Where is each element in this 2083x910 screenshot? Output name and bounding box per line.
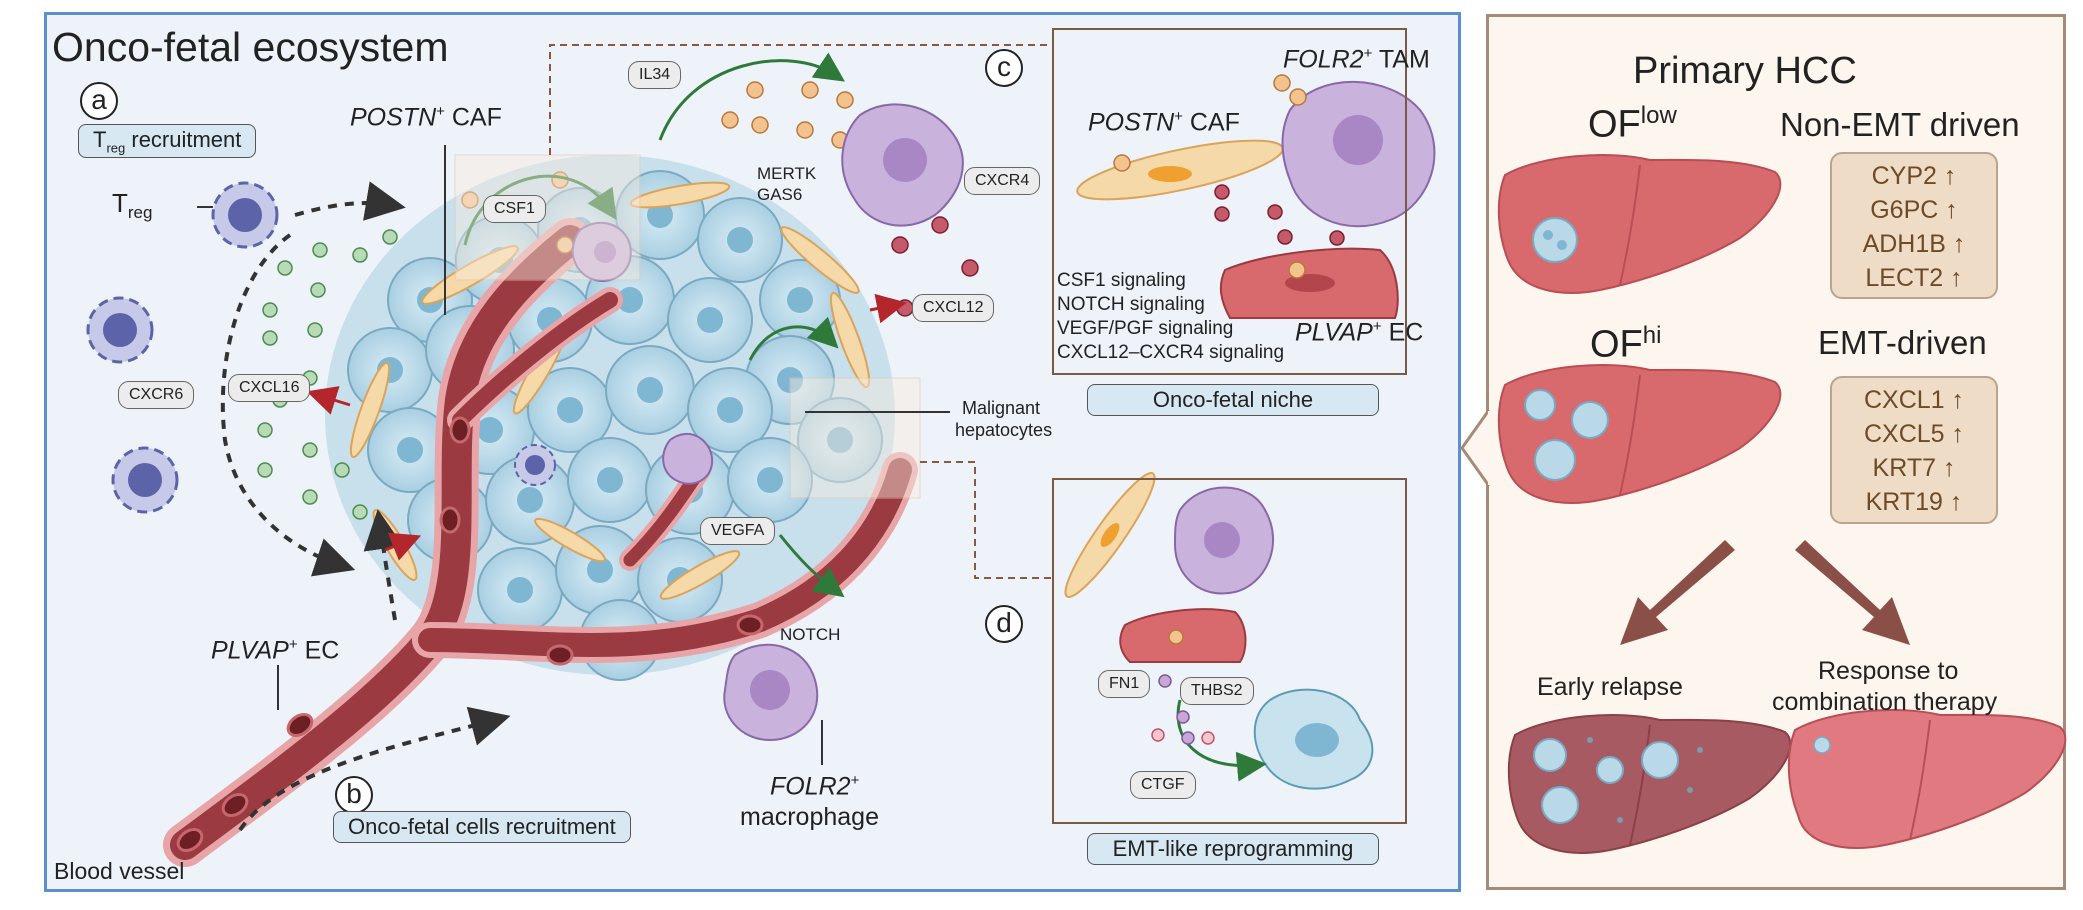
liver-of-hi [1497,364,1782,504]
vegfa-pill: VEGFA [700,517,776,545]
signal-csf1: CSF1 signaling [1057,270,1186,291]
mertk-label: MERTK [757,164,817,183]
treg-label: Treg [112,188,153,223]
gene-krt7: KRT7 ↑ [1872,454,1956,482]
red-arrows [306,293,907,561]
red-blood-cells [176,416,764,852]
plvap-ec-label: PLVAP+ EC [211,636,340,665]
il34-pill: IL34 [628,61,682,89]
ctgf-pill: CTGF [1130,771,1196,799]
signal-notch: NOTCH signaling [1057,294,1205,315]
folr2-tam-label: FOLR2+ TAM [1283,45,1430,74]
emt-gene-box: CXCL1 ↑ CXCL5 ↑ KRT7 ↑ KRT19 ↑ [1830,376,1998,524]
liver-response [1787,709,2067,849]
inset-postn-caf-label: POSTN+ CAF [1088,108,1240,137]
treg-recruitment-label: Treg recruitment [78,124,257,159]
signal-vegf-pgf: VEGF/PGF signaling [1057,318,1234,339]
blood-vessel-label: Blood vessel [54,858,185,884]
primary-hcc-title: Primary HCC [1633,50,1857,92]
of-hi-label: OFhi [1590,322,1662,366]
panel-letter-c: c [985,49,1023,87]
panel-letter-b: b [335,776,373,814]
folr2-macrophage-gene: FOLR2+ [770,772,860,801]
liver-early-relapse [1507,714,1792,854]
onco-fetal-niche-label: Onco-fetal niche [1087,384,1379,416]
label-pointers [197,145,950,765]
cxcr4-pill: CXCR4 [964,167,1041,195]
green-arrows [463,52,845,598]
hepatocytes-label: hepatocytes [955,420,1053,440]
notch-label: NOTCH [780,625,841,644]
of-low-label: OFlow [1588,102,1677,146]
treg-cells [86,181,556,514]
malignant-label: Malignant [962,398,1041,418]
main-title: Onco-fetal ecosystem [52,24,449,70]
postn-caf-label: POSTN+ CAF [350,103,502,132]
outcome-arrows [1620,540,1910,645]
gene-krt19: KRT19 ↑ [1865,488,1963,516]
response-label-line2: combination therapy [1772,688,1998,716]
signal-cxcl12-cxcr4: CXCL12–CXCR4 signaling [1057,342,1285,363]
niche-highlight-right [789,377,921,499]
response-label-line1: Response to [1818,657,1959,685]
csf1-molecules [461,81,854,254]
panel-letter-a: a [80,82,118,120]
recruitment-arrows [220,181,511,832]
gas6-label: GAS6 [757,185,803,204]
gene-g6pc: G6PC ↑ [1870,196,1958,224]
inset-connectors [549,44,1052,579]
cxcr6-pill: CXCR6 [118,381,195,409]
gene-cyp2: CYP2 ↑ [1871,162,1957,190]
gene-lect2: LECT2 ↑ [1865,264,1963,292]
thbs2-pill: THBS2 [1180,677,1254,705]
non-emt-label: Non-EMT driven [1780,106,2020,143]
panel-letter-d: d [985,605,1023,643]
csf1-pill: CSF1 [483,195,546,223]
gene-adh1b: ADH1B ↑ [1862,230,1966,258]
folr2-macrophage-label: macrophage [740,803,879,831]
inset-d-frame [1052,478,1407,824]
liver-of-low [1497,154,1782,294]
inset-d-illustration [1064,472,1374,790]
cxcl12-pill: CXCL12 [912,294,995,322]
emt-reprogramming-label: EMT-like reprogramming [1087,833,1379,865]
inset-c-frame [1052,28,1407,375]
gene-cxcl1: CXCL1 ↑ [1863,386,1965,414]
early-relapse-label: Early relapse [1537,673,1683,701]
gene-cxcl5: CXCL5 ↑ [1863,420,1965,448]
inset-plvap-ec-label: PLVAP+ EC [1295,318,1424,347]
non-emt-gene-box: CYP2 ↑ G6PC ↑ ADH1B ↑ LECT2 ↑ [1830,152,1998,299]
inset-c-illustration [1076,74,1436,319]
recruitment-label: Onco-fetal cells recruitment [333,811,631,843]
callout-notch [1460,409,1491,487]
fn1-pill: FN1 [1098,670,1151,698]
cxcl16-pill: CXCL16 [228,374,311,402]
emt-label: EMT-driven [1818,324,1987,361]
